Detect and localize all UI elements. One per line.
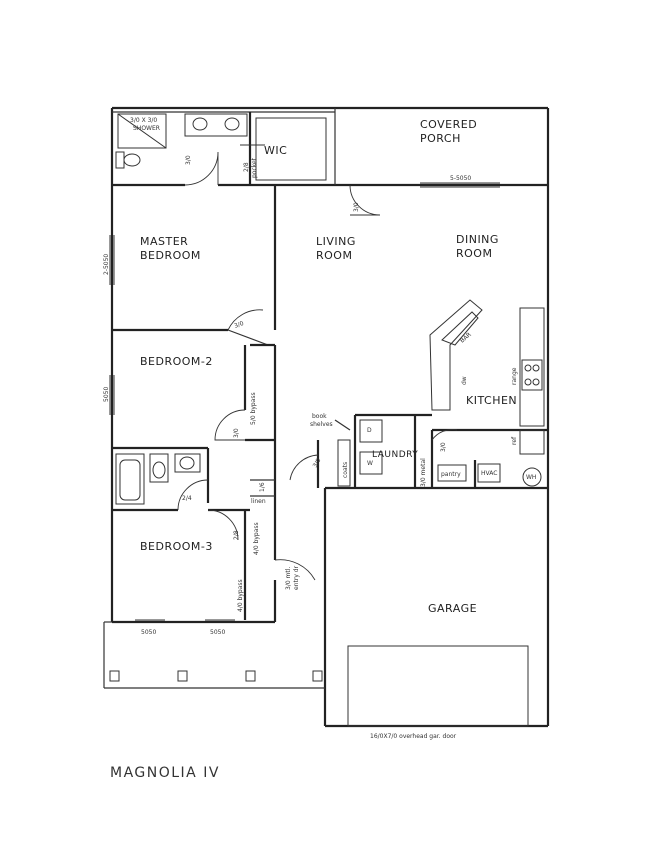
entry-door-label-1: 3/0 mtl. — [285, 567, 292, 590]
range-label: range — [511, 367, 518, 385]
laundry-label: LAUNDRY — [372, 450, 418, 460]
windows — [109, 182, 500, 621]
shower-label: SHOWER — [133, 125, 160, 132]
book-label: book — [312, 413, 327, 420]
garage-label: GARAGE — [428, 602, 477, 615]
dining-label-1: DINING — [456, 233, 499, 246]
master-door-size: 3/0 — [233, 320, 245, 330]
bedroom2-door-size: 3/0 — [233, 428, 240, 438]
shower-size: 3/0 X 3/0 — [130, 117, 157, 124]
front-window-1: 5050 — [141, 629, 156, 636]
kitchen-label: KITCHEN — [466, 394, 517, 407]
front-window-2: 5050 — [210, 629, 225, 636]
interior-walls — [112, 112, 548, 620]
garage-door — [347, 645, 529, 727]
pantry-label: pantry — [441, 471, 461, 478]
bedroom2-window: 5050 — [103, 387, 110, 402]
dw-label: dw — [461, 376, 468, 385]
bedroom3-door-size: 2/8 — [233, 530, 240, 540]
bypass-40-label: 4/0 bypass — [253, 522, 260, 555]
porch-window: 5-5050 — [450, 175, 471, 182]
master-label-2: BEDROOM — [140, 249, 201, 262]
living-label-2: ROOM — [316, 249, 352, 262]
bypass-40b-label: 4/0 bypass — [237, 579, 244, 612]
bedroom2-label: BEDROOM-2 — [140, 355, 213, 368]
front-porch — [103, 621, 325, 689]
annotations: 3/0 X 3/0 SHOWER 3/0 2/8 pocket 5-5050 3… — [103, 117, 536, 740]
door-24-label: 2/4 — [182, 495, 192, 502]
exterior-walls — [110, 106, 550, 728]
garage-door-label: 16/0X7/0 overhead gar. door — [370, 733, 457, 740]
covered-porch-label-2: PORCH — [420, 132, 461, 145]
porch-door-size: 3/0 — [353, 202, 360, 212]
hall-door-size: 3/0 — [312, 457, 323, 469]
living-label-1: LIVING — [316, 235, 356, 248]
covered-porch-label-1: COVERED — [420, 118, 477, 131]
master-bath-fixtures — [115, 113, 327, 181]
metal-door: 3/0 metal — [420, 458, 427, 487]
shelves-label: shelves — [310, 421, 333, 428]
master-label-1: MASTER — [140, 235, 188, 248]
door-16-label: 1/6 — [259, 482, 266, 492]
dryer-mark: D — [367, 427, 372, 434]
ref-label: ref — [511, 436, 518, 445]
hall-bath-fixtures — [115, 453, 201, 505]
coats-label: coats — [342, 462, 349, 478]
linen-label: linen — [251, 498, 266, 505]
dining-label-2: ROOM — [456, 247, 492, 260]
doors — [177, 144, 458, 581]
wic-label: WIC — [264, 144, 287, 157]
master-window: 2-5050 — [103, 254, 110, 275]
pocket-label: pocket — [251, 157, 258, 178]
washer-mark: W — [367, 460, 373, 467]
room-labels: COVERED PORCH WIC MASTER BEDROOM LIVING … — [140, 118, 517, 615]
pantry-door: 3/0 — [440, 442, 447, 452]
kitchen-fixtures — [337, 299, 545, 487]
entry-door-label-2: entry dr — [293, 565, 300, 590]
bypass-510: 5/0 bypass — [250, 392, 257, 425]
wh-label: WH — [526, 474, 536, 481]
pocket-size: 2/8 — [243, 162, 250, 172]
plan-title: MAGNOLIA IV — [110, 765, 220, 781]
hvac-label: HVAC — [481, 470, 497, 477]
bath-door-size: 3/0 — [185, 155, 192, 165]
bedroom3-label: BEDROOM-3 — [140, 540, 213, 553]
